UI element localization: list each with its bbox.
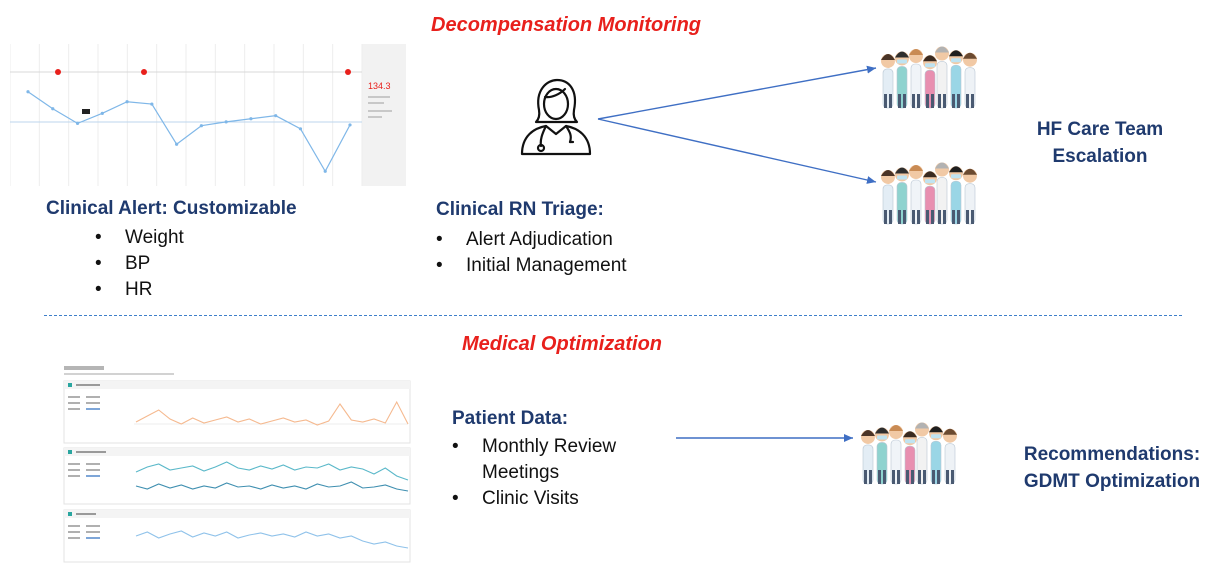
list-item: Weight: [95, 225, 184, 251]
escalation-label: HF Care Team Escalation: [1030, 116, 1170, 170]
triage-heading: Clinical RN Triage:: [436, 199, 604, 220]
list-item: HR: [95, 277, 184, 303]
care-team-icon: [878, 22, 986, 110]
weight-point: [175, 142, 179, 146]
weight-point: [199, 124, 203, 128]
patient-data-list: Monthly Review Meetings Clinic Visits: [452, 434, 616, 512]
list-item: Monthly Review Meetings: [452, 434, 616, 486]
weight-point: [26, 90, 30, 94]
weight-readout: 134.3: [368, 81, 391, 91]
chart-side-panel: [362, 44, 406, 186]
weight-point: [249, 117, 253, 121]
list-item: Clinic Visits: [452, 486, 616, 512]
arrow-to-team-top: [597, 65, 877, 120]
weight-point: [323, 169, 327, 173]
section-divider: [44, 315, 1182, 316]
recommendations-line-2: GDMT Optimization: [1023, 471, 1201, 492]
patient-dashboard-thumbnail: [62, 364, 412, 564]
weight-point: [274, 114, 278, 118]
diastolic-series: [135, 481, 409, 492]
triage-list: Alert Adjudication Initial Management: [436, 227, 627, 279]
list-item: Alert Adjudication: [436, 227, 627, 253]
list-item: BP: [95, 251, 184, 277]
arrow-to-team-bottom: [597, 118, 877, 184]
nurse-icon: [514, 76, 598, 156]
weight-series-line: [27, 91, 351, 173]
weight-point: [224, 120, 228, 124]
alert-marker: [345, 69, 351, 75]
escalation-line-1: HF Care Team: [1036, 119, 1164, 140]
section-title-decompensation: Decompensation Monitoring: [431, 14, 701, 36]
weight-point: [298, 127, 303, 131]
weight-point: [150, 102, 154, 106]
recommendations-label: Recommendations: GDMT Optimization: [1012, 441, 1212, 495]
recommendations-line-1: Recommendations:: [1023, 444, 1201, 465]
care-team-icon: [858, 398, 966, 486]
weight-chart-svg: 134.3: [10, 44, 406, 186]
systolic-series: [135, 461, 409, 481]
patient-dashboard-svg: [62, 364, 412, 564]
list-item: Initial Management: [436, 253, 627, 279]
care-team-icon: [878, 138, 986, 226]
weight-point: [51, 107, 55, 111]
patient-data-heading: Patient Data:: [452, 408, 569, 429]
escalation-line-2: Escalation: [1052, 146, 1148, 167]
weight-chart-thumbnail: 134.3: [10, 44, 406, 186]
alert-marker: [55, 69, 61, 75]
selected-marker: [82, 109, 90, 114]
section-title-optimization: Medical Optimization: [462, 333, 663, 355]
heart-rate-series: [135, 400, 409, 426]
weight-point: [75, 121, 80, 125]
weight-series: [135, 530, 409, 549]
clinical-alert-heading: Clinical Alert: Customizable: [46, 198, 297, 219]
clinical-alert-list: Weight BP HR: [95, 225, 184, 303]
weight-point: [348, 123, 352, 127]
alert-marker: [141, 69, 147, 75]
weight-point: [100, 111, 104, 115]
weight-point: [125, 100, 129, 104]
